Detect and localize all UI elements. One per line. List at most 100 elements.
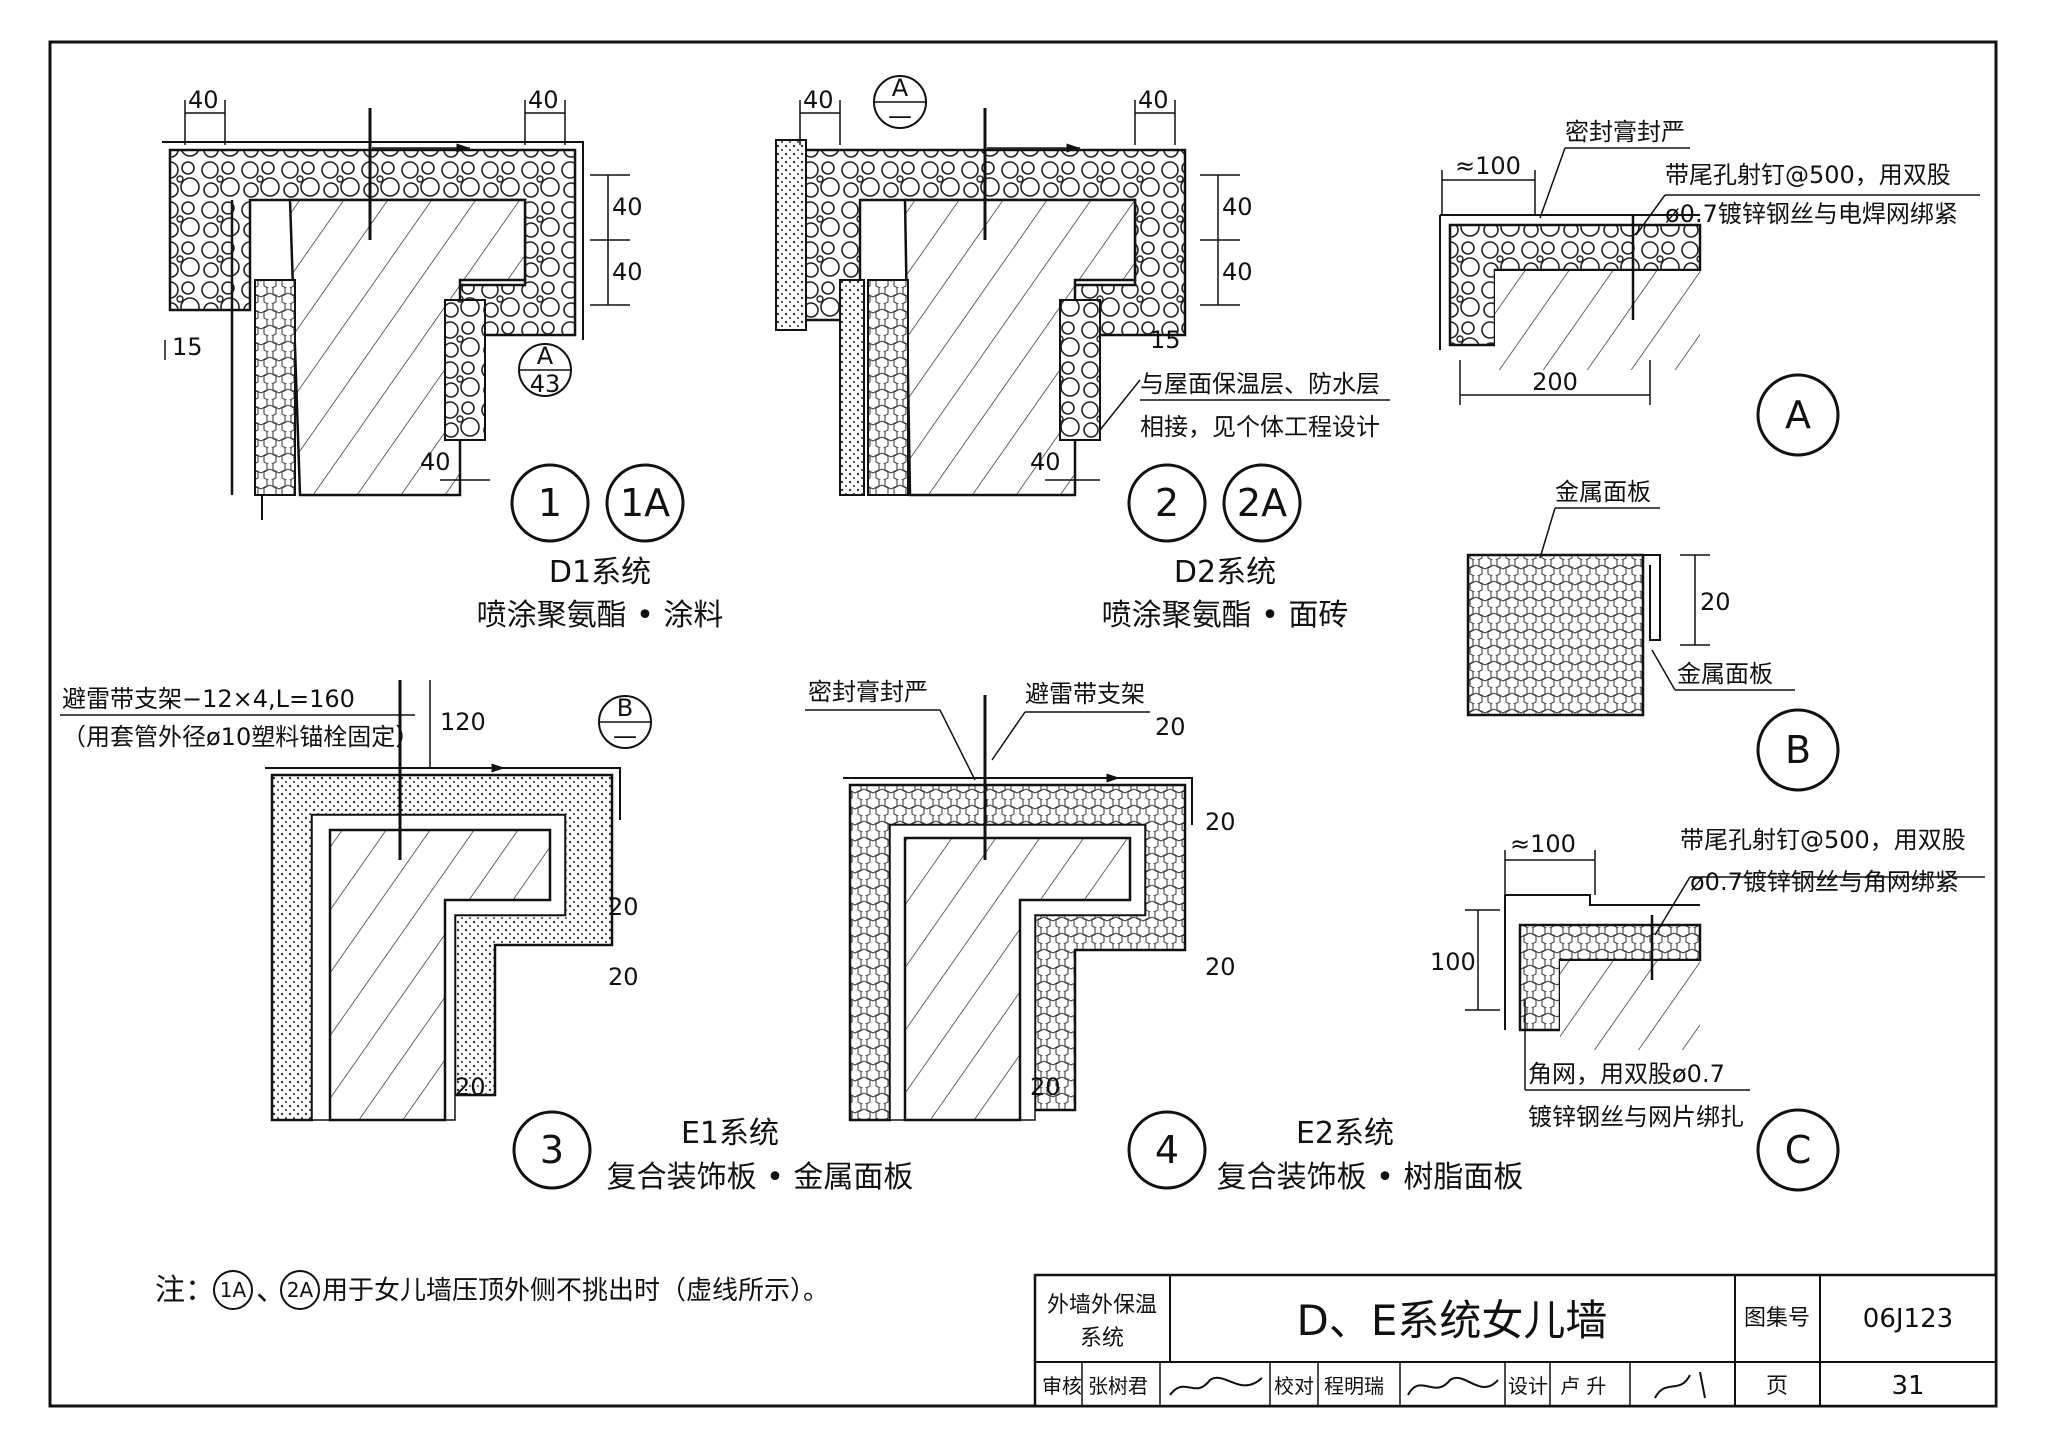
detail-2-ref-symbol: A — — [873, 74, 927, 130]
svg-text:（用套管外径ø10塑料锚栓固定）: （用套管外径ø10塑料锚栓固定） — [62, 723, 419, 751]
svg-text:B: B — [1785, 728, 1811, 772]
svg-text:1A: 1A — [620, 481, 670, 525]
detail-A-mark: A — [1756, 373, 1840, 457]
detail-4-label: 4 E2系统 复合装饰板 • 树脂面板 — [1127, 1110, 1524, 1195]
detail-C-drawing — [1504, 894, 1702, 1050]
d2-desc: 喷涂聚氨酯 • 面砖 — [1102, 598, 1349, 633]
svg-text:2A: 2A — [287, 1278, 314, 1302]
d4-dim-20d: 20 — [1030, 1073, 1061, 1101]
detail-A-drawing — [1439, 214, 1702, 370]
detail-B-mark: B — [1756, 708, 1840, 792]
svg-text:程明瑞: 程明瑞 — [1324, 1374, 1384, 1398]
checker-signature — [1407, 1377, 1499, 1396]
svg-text:注：: 注： — [155, 1273, 215, 1308]
d2-dim-top-left: 40 — [803, 86, 834, 114]
page-number: 31 — [1891, 1371, 1924, 1401]
d4-dim-20a: 20 — [1155, 713, 1186, 741]
d1-system: D1系统 — [549, 555, 651, 590]
svg-text:3: 3 — [540, 1128, 564, 1172]
svg-text:4: 4 — [1155, 1128, 1179, 1172]
d1-dim-right-2: 40 — [612, 258, 643, 286]
d4-system: E2系统 — [1296, 1116, 1394, 1151]
d2-system: D2系统 — [1174, 555, 1276, 590]
detail-C-mark: C — [1756, 1108, 1840, 1192]
atlas-number: 06J123 — [1863, 1304, 1953, 1334]
d3-dim-20b: 20 — [608, 963, 639, 991]
detail-4-drawing — [843, 695, 1193, 1122]
svg-text:≈100: ≈100 — [1510, 830, 1576, 858]
d3-dim-120: 120 — [440, 708, 486, 736]
detail-1-ref-symbol: A 43 — [518, 342, 572, 398]
svg-text:角网，用双股ø0.7: 角网，用双股ø0.7 — [1528, 1060, 1725, 1088]
d4-dim-20c: 20 — [1205, 953, 1236, 981]
svg-text:1: 1 — [538, 481, 562, 525]
svg-text:与屋面保温层、防水层: 与屋面保温层、防水层 — [1140, 370, 1380, 398]
svg-text:100: 100 — [1430, 948, 1476, 976]
d4-desc: 复合装饰板 • 树脂面板 — [1217, 1160, 1524, 1195]
svg-text:镀锌钢丝与网片绑扎: 镀锌钢丝与网片绑扎 — [1528, 1103, 1744, 1131]
sheet-border — [48, 40, 1998, 1408]
svg-text:避雷带支架: 避雷带支架 — [1025, 680, 1145, 708]
detail-2-dimensions: 40 40 40 40 15 40 — [799, 86, 1253, 481]
svg-text:外墙外保温: 外墙外保温 — [1047, 1293, 1157, 1318]
detail-1-dimensions: 40 40 40 40 15 40 — [164, 86, 643, 481]
svg-text:金属面板: 金属面板 — [1555, 478, 1651, 506]
svg-text:带尾孔射钉@500，用双股: 带尾孔射钉@500，用双股 — [1665, 161, 1951, 189]
svg-text:2: 2 — [1155, 481, 1179, 525]
svg-text:B: B — [617, 694, 633, 722]
svg-text:A: A — [1785, 393, 1811, 437]
d3-system: E1系统 — [681, 1116, 779, 1151]
svg-text:2A: 2A — [1237, 481, 1287, 525]
svg-text:200: 200 — [1532, 368, 1578, 396]
svg-text:1A: 1A — [220, 1278, 247, 1302]
detail-3-ref-symbol: B — — [598, 694, 652, 750]
svg-text:密封膏封严: 密封膏封严 — [808, 678, 928, 706]
svg-text:A: A — [537, 342, 554, 370]
d1-dim-top-right: 40 — [528, 86, 559, 114]
designer-signature — [1654, 1371, 1706, 1399]
detail-2-label: 2 2A D2系统 喷涂聚氨酯 • 面砖 — [1102, 463, 1349, 633]
d1-dim-right-1: 40 — [612, 193, 643, 221]
d1-dim-bottom-40: 40 — [420, 448, 451, 476]
detail-C-notes: 带尾孔射钉@500，用双股 ø0.7镀锌钢丝与角网绑紧 角网，用双股ø0.7 镀… — [1524, 826, 1985, 1131]
detail-B-drawing — [1466, 553, 1710, 717]
svg-text:43: 43 — [530, 370, 561, 398]
svg-text:—: — — [888, 102, 912, 130]
d3-dim-20a: 20 — [608, 893, 639, 921]
detail-1-label: 1 1A D1系统 喷涂聚氨酯 • 涂料 — [477, 463, 723, 633]
svg-text:ø0.7镀锌钢丝与角网绑紧: ø0.7镀锌钢丝与角网绑紧 — [1690, 868, 1959, 896]
page-title: D、E系统女儿墙 — [1297, 1296, 1608, 1345]
detail-2-note: 与屋面保温层、防水层 相接，见个体工程设计 — [1140, 370, 1390, 441]
svg-text:A: A — [892, 74, 909, 102]
detail-2-drawing — [775, 108, 1187, 497]
d2-dim-top-right: 40 — [1138, 86, 1169, 114]
svg-text:≈100: ≈100 — [1455, 152, 1521, 180]
detail-A-dimensions: ≈100 200 — [1441, 152, 1651, 405]
d1-dim-top-left: 40 — [188, 86, 219, 114]
d4-dim-20b: 20 — [1205, 808, 1236, 836]
svg-text:设计: 设计 — [1508, 1374, 1548, 1398]
svg-text:用于女儿墙压顶外侧不挑出时（虚线所示）。: 用于女儿墙压顶外侧不挑出时（虚线所示）。 — [322, 1276, 829, 1306]
detail-1-drawing — [162, 108, 584, 520]
detail-3-note: 避雷带支架−12×4,L=160 （用套管外径ø10塑料锚栓固定） — [60, 685, 419, 751]
svg-text:图集号: 图集号 — [1744, 1306, 1810, 1331]
svg-text:相接，见个体工程设计: 相接，见个体工程设计 — [1140, 413, 1380, 441]
svg-text:避雷带支架−12×4,L=160: 避雷带支架−12×4,L=160 — [62, 685, 355, 713]
svg-text:卢 升: 卢 升 — [1560, 1374, 1606, 1398]
detail-3-label: 3 E1系统 复合装饰板 • 金属面板 — [512, 1110, 914, 1195]
detail-3-dims: 120 20 20 20 — [429, 680, 639, 1101]
svg-text:张树君: 张树君 — [1088, 1374, 1148, 1398]
svg-text:20: 20 — [1700, 588, 1731, 616]
d3-desc: 复合装饰板 • 金属面板 — [607, 1160, 914, 1195]
svg-text:校对: 校对 — [1274, 1374, 1314, 1398]
svg-text:审核: 审核 — [1042, 1374, 1082, 1398]
d2-dim-bottom-40: 40 — [1030, 448, 1061, 476]
d1-dim-left-15: 15 — [172, 333, 203, 361]
svg-text:系统: 系统 — [1080, 1326, 1124, 1351]
svg-text:—: — — [613, 722, 637, 750]
d2-dim-right-15: 15 — [1150, 326, 1181, 354]
svg-text:ø0.7镀锌钢丝与电焊网绑紧: ø0.7镀锌钢丝与电焊网绑紧 — [1665, 200, 1958, 228]
svg-text:带尾孔射钉@500，用双股: 带尾孔射钉@500，用双股 — [1680, 826, 1966, 854]
detail-4-labels: 密封膏封严 避雷带支架 20 20 20 20 — [805, 678, 1236, 1101]
